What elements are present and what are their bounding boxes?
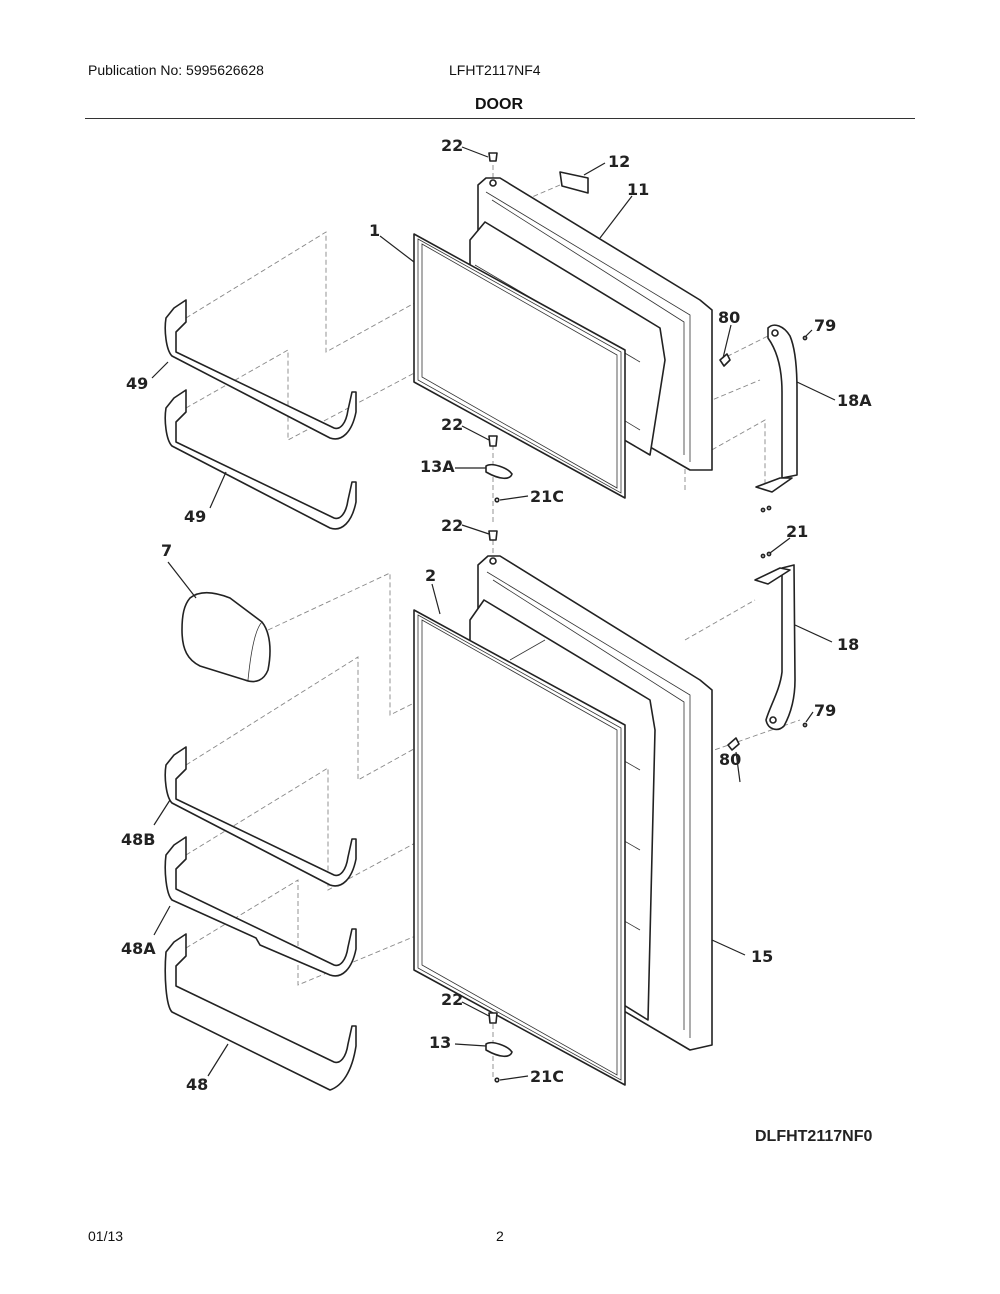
callout-48B: 48B bbox=[121, 830, 155, 849]
callout-22: 22 bbox=[441, 415, 463, 434]
callout-49: 49 bbox=[184, 507, 206, 526]
fresh-food-door-shelves bbox=[164, 746, 357, 1091]
callout-21C: 21C bbox=[530, 487, 564, 506]
callout-21: 21 bbox=[786, 522, 808, 541]
callout-13: 13 bbox=[429, 1033, 451, 1052]
diagram-code: DLFHT2117NF0 bbox=[755, 1128, 873, 1145]
section-title: DOOR bbox=[475, 96, 523, 113]
callout-48: 48 bbox=[186, 1075, 208, 1094]
hinge-screws-lower bbox=[485, 1012, 513, 1083]
page-number: 2 bbox=[496, 1228, 504, 1244]
callout-22: 22 bbox=[441, 136, 463, 155]
callout-leaders bbox=[151, 146, 836, 1081]
freezer-door-handle bbox=[719, 324, 808, 559]
callout-79: 79 bbox=[814, 316, 836, 335]
callout-49: 49 bbox=[126, 374, 148, 393]
callout-22: 22 bbox=[441, 990, 463, 1009]
fresh-food-door-handle bbox=[727, 564, 808, 751]
dairy-bin-cover bbox=[181, 591, 271, 683]
callout-80: 80 bbox=[718, 308, 740, 327]
hinge-screws-upper bbox=[485, 152, 513, 541]
trim-piece-12 bbox=[559, 171, 589, 194]
assembly-guide-lines bbox=[185, 165, 801, 1080]
freezer-door-shelves bbox=[164, 299, 357, 530]
callout-21C: 21C bbox=[530, 1067, 564, 1086]
callout-15: 15 bbox=[751, 947, 773, 966]
callout-13A: 13A bbox=[420, 457, 455, 476]
publication-number: Publication No: 5995626628 bbox=[88, 62, 264, 78]
callout-80: 80 bbox=[719, 750, 741, 769]
callout-18: 18 bbox=[837, 635, 859, 654]
freezer-door-gasket bbox=[413, 233, 626, 499]
callout-11: 11 bbox=[627, 180, 649, 199]
callout-1: 1 bbox=[369, 221, 380, 240]
fresh-food-door-gasket bbox=[413, 609, 626, 1086]
callout-79: 79 bbox=[814, 701, 836, 720]
callout-18A: 18A bbox=[837, 391, 872, 410]
header-divider bbox=[85, 118, 915, 119]
callout-2: 2 bbox=[425, 566, 436, 585]
callout-48A: 48A bbox=[121, 939, 156, 958]
callout-12: 12 bbox=[608, 152, 630, 171]
footer-date: 01/13 bbox=[88, 1228, 124, 1244]
callout-22: 22 bbox=[441, 516, 463, 535]
model-number: LFHT2117NF4 bbox=[449, 62, 541, 78]
callout-7: 7 bbox=[161, 541, 172, 560]
callout-labels: 22 12 11 1 80 79 49 18A 22 13A 49 21C 22… bbox=[121, 136, 872, 1094]
